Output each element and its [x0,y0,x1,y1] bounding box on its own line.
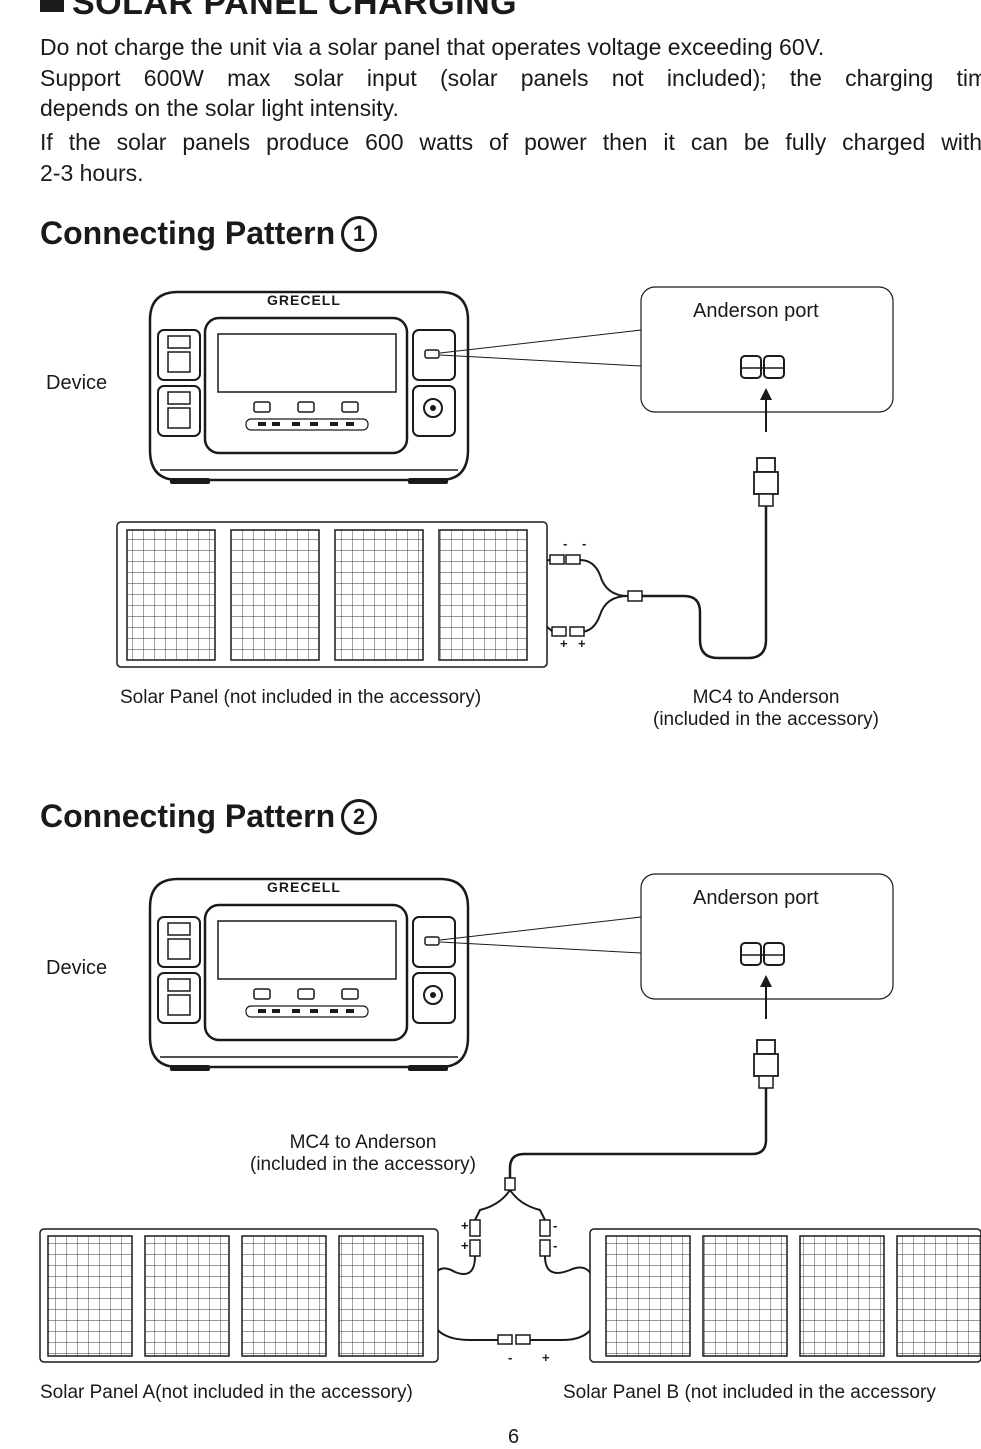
pattern-1-pos-label-2: + [578,636,586,651]
solar-panel [116,521,548,668]
pattern-2-pos-label-a1: + [461,1218,469,1233]
section-title: SOLAR PANEL CHARGING [40,0,517,23]
pattern-1-neg-label-1: - [563,536,568,551]
pattern-2-pos-label-bottom: + [542,1350,550,1365]
pattern-1-number: 1 [341,216,378,252]
intro-line-5: 2-3 hours. [40,160,144,186]
pattern-2-cable-caption: MC4 to Anderson(included in the accessor… [250,1132,476,1175]
pattern-1-cable-caption: MC4 to Anderson(included in the accessor… [653,687,879,730]
pattern-2-device-label: Device [46,957,108,979]
anderson-connector-icon [740,355,785,379]
intro-line-2: Support 600W max solar input (solar pane… [40,65,981,91]
pattern-2-port-box-title: Anderson port [693,887,819,909]
power-station-device [148,877,470,1071]
intro-line-4: If the solar panels produce 600 watts of… [40,129,981,155]
anderson-plug [753,457,779,507]
pattern-1-port-box-title: Anderson port [693,300,819,322]
anderson-plug [753,1039,779,1089]
solar-panel-b [589,1228,981,1363]
page-number: 6 [508,1426,520,1448]
pattern-2-pos-label-a2: + [461,1238,469,1253]
pattern-2-neg-label-bottom: - [508,1350,513,1365]
pattern-2-neg-label-b2: - [553,1238,558,1253]
pattern-1-device-label: Device [46,372,108,394]
pattern-2-panel-a-caption: Solar Panel A(not included in the access… [40,1382,413,1403]
heading-square-bullet [40,0,64,12]
pattern-1-pos-label-1: + [560,636,568,651]
power-station-device [148,290,470,484]
pattern-1-solar-caption: Solar Panel (not included in the accesso… [120,687,482,708]
pattern-2-panel-b-caption: Solar Panel B (not included in the acces… [563,1382,936,1403]
pattern-2-brand-logo: GRECELL [267,879,341,895]
pattern-1-neg-label-2: - [582,536,587,551]
anderson-connector-icon [740,942,785,966]
intro-line-3: depends on the solar light intensity. [40,95,399,121]
pattern-2-number: 2 [341,799,378,835]
intro-line-1: Do not charge the unit via a solar panel… [40,34,825,60]
solar-panel-a [39,1228,439,1363]
pattern-1-brand-logo: GRECELL [267,292,341,308]
pattern-2-neg-label-b1: - [553,1218,558,1233]
